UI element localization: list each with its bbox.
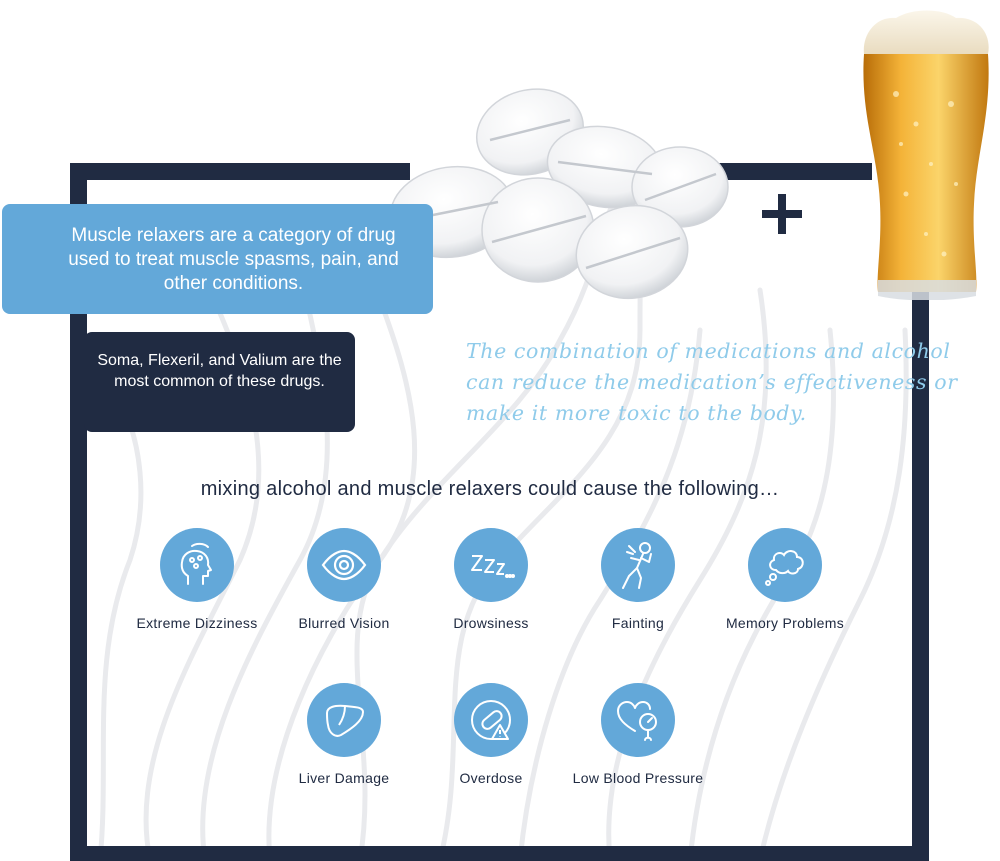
frame-right (912, 290, 929, 861)
effect-label: Fainting (611, 615, 665, 631)
warning-quote: The combination of medications and alcoh… (466, 339, 958, 425)
frame-left (70, 163, 87, 861)
effect-label: Extreme Dizziness (136, 615, 258, 631)
zzz-icon (471, 555, 515, 578)
effects-heading: mixing alcohol and muscle relaxers could… (200, 478, 780, 500)
effect-label: Memory Problems (725, 615, 845, 631)
plus-icon (762, 194, 802, 234)
frame-top-left (70, 163, 410, 180)
common-drugs-text: Soma, Flexeril, and Valium are the most … (97, 352, 342, 390)
effect-low-blood-pressure: Low Blood Pressure (558, 683, 718, 786)
frame-bottom (70, 846, 929, 861)
eye-icon (321, 549, 367, 581)
effect-memory-problems: Memory Problems (705, 528, 865, 631)
effect-fainting: Fainting (558, 528, 718, 631)
definition-callout: Muscle relaxers are a category of drug u… (2, 204, 433, 314)
thought-bubble-icon (765, 550, 804, 586)
effect-drowsiness: Drowsiness (411, 528, 571, 631)
dizzy-head-icon (180, 542, 212, 585)
liver-icon (326, 704, 364, 737)
pill-warning-icon (471, 700, 511, 740)
heart-gauge-icon (617, 701, 657, 741)
effect-extreme-dizziness: Extreme Dizziness (117, 528, 277, 631)
effect-label: Blurred Vision (298, 615, 390, 631)
definition-text: Muscle relaxers are a category of drug u… (68, 225, 399, 294)
frame-top-right (700, 163, 872, 180)
common-drugs-callout: Soma, Flexeril, and Valium are the most … (84, 332, 355, 432)
pills-illustration (390, 88, 729, 300)
effect-liver-damage: Liver Damage (264, 683, 424, 786)
effect-label: Liver Damage (298, 770, 390, 786)
effect-label: Overdose (459, 770, 523, 786)
effect-label: Low Blood Pressure (572, 770, 704, 786)
effect-blurred-vision: Blurred Vision (264, 528, 424, 631)
effect-label: Drowsiness (453, 615, 529, 631)
beer-glass-illustration (863, 10, 989, 300)
fainting-person-icon (622, 542, 652, 589)
effect-overdose: Overdose (411, 683, 571, 786)
